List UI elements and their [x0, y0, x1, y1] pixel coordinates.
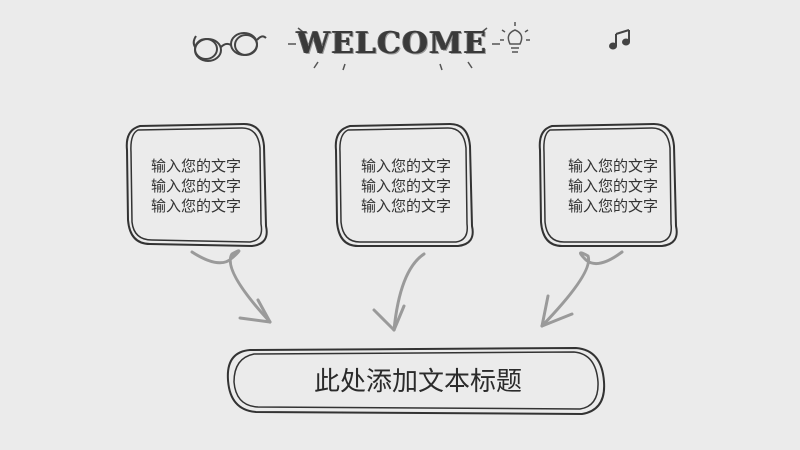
- text-box-3-line-1: 输入您的文字: [567, 157, 658, 175]
- text-box-3-line-3: 输入您的文字: [567, 197, 658, 215]
- title-capsule-outline: [226, 346, 606, 416]
- text-box-2-outline: [334, 122, 474, 247]
- text-box-3-outline: [538, 122, 678, 247]
- text-box-1-line-2: 输入您的文字: [150, 177, 241, 195]
- text-box-1: 输入您的文字 输入您的文字 输入您的文字: [126, 156, 266, 216]
- glasses-icon: [192, 32, 267, 62]
- text-box-1-outline: [125, 122, 268, 248]
- welcome-heading: WELCOME: [296, 26, 488, 61]
- music-note-icon: [609, 29, 630, 50]
- text-box-3-line-2: 输入您的文字: [567, 177, 658, 195]
- welcome-rays: [288, 27, 500, 71]
- text-box-1-line-1: 输入您的文字: [150, 157, 241, 175]
- arrow-left: [190, 249, 272, 324]
- text-box-1-line-3: 输入您的文字: [150, 197, 241, 215]
- arrow-right: [540, 250, 624, 328]
- arrow-center: [372, 252, 426, 332]
- lightbulb-icon: [500, 22, 530, 53]
- text-box-2-line-1: 输入您的文字: [360, 157, 451, 175]
- text-box-3: 输入您的文字 输入您的文字 输入您的文字: [543, 156, 683, 216]
- text-box-2-line-2: 输入您的文字: [360, 177, 451, 195]
- text-box-2: 输入您的文字 输入您的文字 输入您的文字: [336, 156, 476, 216]
- slide-title: 此处添加文本标题: [313, 367, 522, 397]
- text-box-2-line-3: 输入您的文字: [360, 197, 451, 215]
